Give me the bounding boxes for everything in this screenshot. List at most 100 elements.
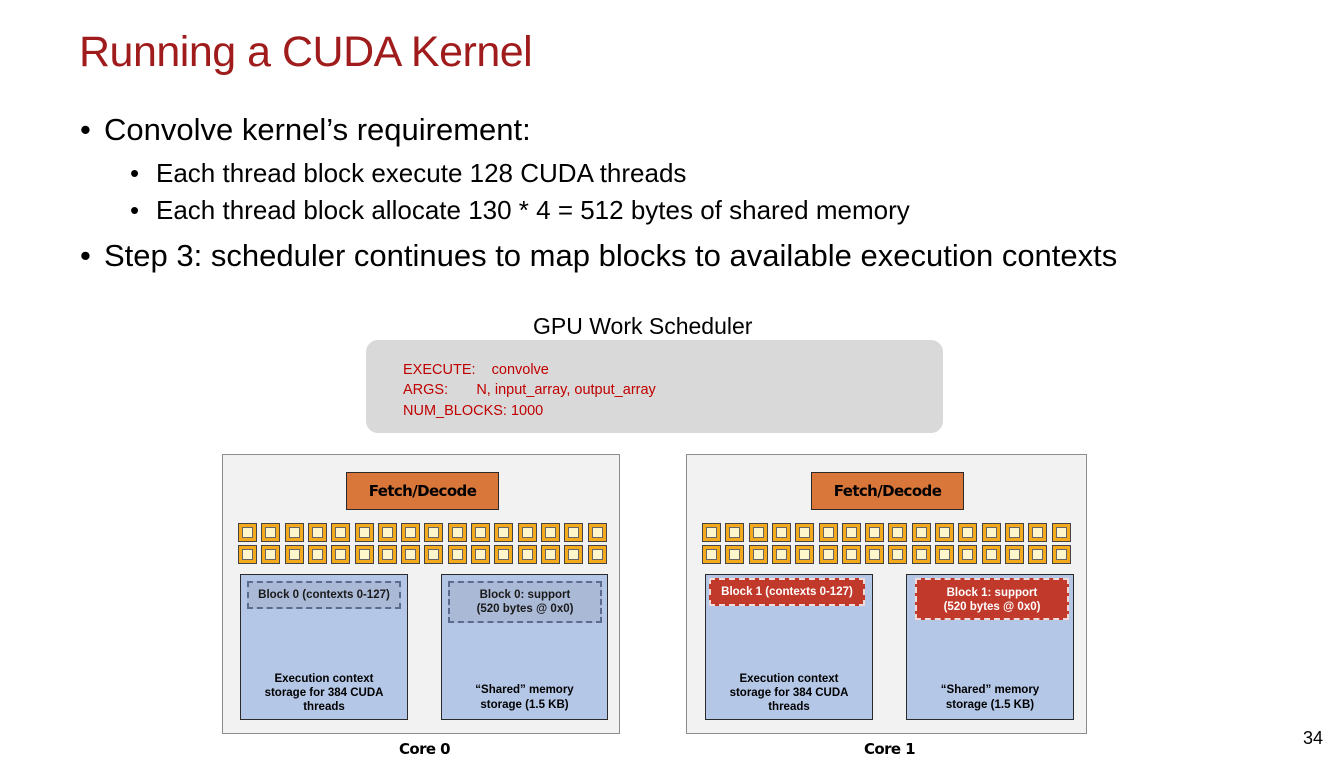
block-shared-alloc: Block 0: support (520 bytes @ 0x0) — [448, 581, 602, 623]
alu-cell — [771, 523, 791, 542]
block-shared-alloc-active: Block 1: support (520 bytes @ 0x0) — [915, 578, 1069, 620]
alu-cell — [517, 523, 537, 542]
alu-cell — [795, 523, 815, 542]
alu-cell — [841, 545, 861, 564]
storage-label-line: “Shared” memory — [940, 684, 1040, 696]
alu-cell — [865, 545, 885, 564]
alu-cell — [818, 523, 838, 542]
fetch-decode-unit: Fetch/Decode — [811, 472, 964, 510]
alu-cell — [1028, 545, 1048, 564]
alu-cell — [1051, 523, 1071, 542]
bullet-marker: • — [80, 112, 91, 147]
alu-cell — [981, 545, 1001, 564]
alu-cell — [424, 523, 444, 542]
alu-cell — [238, 523, 257, 542]
alu-cell — [564, 523, 584, 542]
alu-cell — [331, 523, 351, 542]
core-1-label: Core 1 — [864, 740, 916, 758]
alu-cell — [1004, 523, 1024, 542]
alu-cell — [354, 545, 374, 564]
storage-label-line: Execution context — [274, 673, 374, 685]
storage-label-line: Execution context — [739, 673, 839, 685]
alu-cell — [935, 545, 954, 564]
alu-cell — [471, 545, 490, 564]
block-support-line: (520 bytes @ 0x0) — [943, 601, 1041, 613]
fetch-decode-unit: Fetch/Decode — [346, 472, 499, 510]
scheduler-box: EXECUTE: convolve ARGS: N, input_array, … — [366, 340, 943, 433]
scheduler-args: ARGS: N, input_array, output_array — [403, 382, 656, 398]
alu-cell — [401, 545, 421, 564]
alu-cell — [424, 545, 444, 564]
block-support-line: Block 0: support — [479, 589, 571, 601]
alu-cell — [911, 545, 931, 564]
alu-cell — [517, 545, 537, 564]
alu-cell — [261, 545, 281, 564]
alu-cell — [354, 523, 374, 542]
storage-label-line: storage (1.5 KB) — [480, 699, 569, 711]
core-0: Fetch/Decode Block 0 (contexts 0-127) Ex… — [222, 454, 620, 734]
alu-cell — [1004, 545, 1024, 564]
alu-cell — [564, 545, 584, 564]
alu-cell — [725, 545, 745, 564]
block-support-line: (520 bytes @ 0x0) — [476, 603, 574, 615]
block-contexts: Block 0 (contexts 0-127) — [247, 581, 401, 609]
alu-cell — [284, 523, 304, 542]
bullet-text: Step 3: scheduler continues to map block… — [104, 238, 1118, 273]
alu-cell — [494, 545, 514, 564]
storage-label-line: storage (1.5 KB) — [945, 699, 1035, 711]
bullet-marker: • — [130, 195, 140, 225]
core-0-label: Core 0 — [399, 740, 451, 758]
alu-cell — [795, 545, 815, 564]
alu-cell — [818, 545, 838, 564]
alu-cell — [447, 523, 467, 542]
alu-cell — [261, 523, 281, 542]
alu-cell — [911, 523, 931, 542]
storage-label-line: “Shared” memory — [475, 684, 574, 696]
storage-label-line: storage for 384 CUDA — [264, 687, 384, 699]
alu-cell — [748, 545, 768, 564]
alu-cell — [958, 545, 978, 564]
execution-context-storage: Block 0 (contexts 0-127) Execution conte… — [240, 574, 408, 720]
alu-cell — [702, 545, 721, 564]
alu-cell — [841, 523, 861, 542]
alu-cell — [1051, 545, 1071, 564]
alu-cell — [331, 545, 351, 564]
scheduler-num-blocks: NUM_BLOCKS: 1000 — [403, 403, 544, 419]
storage-label-line: threads — [303, 701, 345, 713]
alu-cell — [981, 523, 1001, 542]
block-support-line: Block 1: support — [946, 587, 1038, 599]
alu-cell — [540, 523, 560, 542]
shared-memory-storage: Block 0: support (520 bytes @ 0x0) “Shar… — [441, 574, 608, 720]
alu-cell — [865, 523, 885, 542]
shared-memory-storage: Block 1: support (520 bytes @ 0x0) “Shar… — [906, 574, 1074, 720]
alu-cell — [702, 523, 721, 542]
slide-title: Running a CUDA Kernel — [79, 28, 533, 76]
core-1: Fetch/Decode Block 1 (contexts 0-127) Ex… — [686, 454, 1087, 734]
page-number: 34 — [1303, 728, 1324, 748]
alu-cell — [888, 545, 908, 564]
bullet-text: Each thread block allocate 130 * 4 = 512… — [156, 195, 910, 225]
bullet-text: Convolve kernel’s requirement: — [104, 112, 531, 147]
alu-cell — [377, 545, 397, 564]
alu-cell — [958, 523, 978, 542]
alu-cell — [725, 523, 745, 542]
alu-cell — [935, 523, 954, 542]
alu-cell — [494, 523, 514, 542]
execution-context-storage: Block 1 (contexts 0-127) Execution conte… — [705, 574, 873, 720]
alu-cell — [238, 545, 257, 564]
alu-cell — [471, 523, 490, 542]
scheduler-title: GPU Work Scheduler — [533, 313, 753, 339]
storage-label-line: storage for 384 CUDA — [729, 687, 849, 699]
alu-cell — [284, 545, 304, 564]
alu-cell — [1028, 523, 1048, 542]
alu-cell — [401, 523, 421, 542]
block-contexts-active: Block 1 (contexts 0-127) — [709, 578, 865, 606]
bullet-text: Each thread block execute 128 CUDA threa… — [156, 158, 687, 188]
alu-cell — [307, 523, 327, 542]
alu-cell — [447, 545, 467, 564]
alu-cell — [377, 523, 397, 542]
alu-cell — [587, 545, 607, 564]
alu-cell — [771, 545, 791, 564]
storage-label-line: threads — [768, 701, 810, 713]
alu-cell — [307, 545, 327, 564]
